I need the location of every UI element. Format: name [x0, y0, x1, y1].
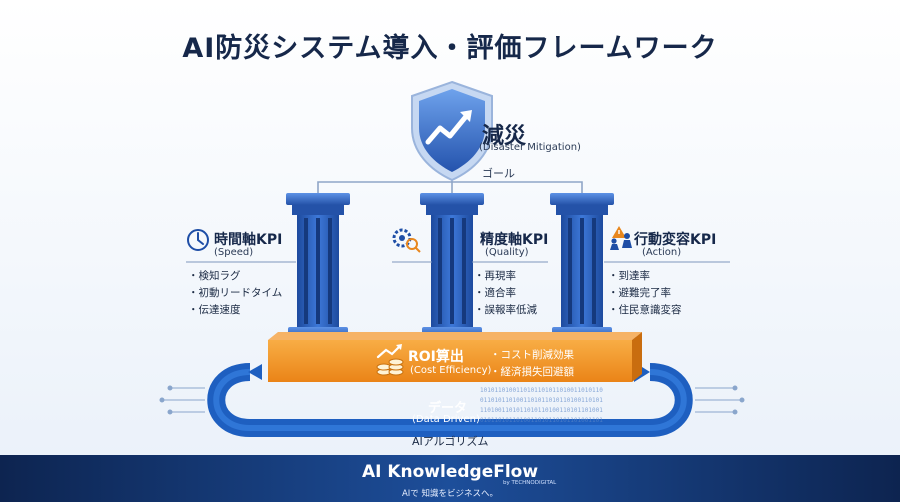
- kpi-quality-item: 再現率: [474, 268, 517, 285]
- svg-text:101011010011010110101101001101: 1010110100110101101011010011010110: [480, 387, 603, 394]
- kpi-speed-item: 伝達速度: [188, 302, 241, 319]
- kpi-quality-item: 適合率: [474, 285, 517, 302]
- people-alert-icon: [610, 226, 632, 250]
- roi-title: ROI算出: [408, 349, 464, 365]
- brand-name: AI KnowledgeFlow: [361, 462, 539, 482]
- roi-item: コスト削減効果: [490, 347, 575, 362]
- shield-icon: [411, 80, 493, 182]
- data-subtitle: (Data Driven): [412, 414, 480, 425]
- kpi-action-title: 行動変容KPI: [634, 232, 717, 248]
- clock-icon: [187, 229, 209, 251]
- footer-bar: AI KnowledgeFlow by TECHNODIGITAL AIで 知識…: [0, 455, 900, 502]
- data-title: データ: [428, 401, 468, 416]
- pillar-action: [550, 193, 614, 339]
- pillar-speed: [286, 193, 350, 339]
- binary-stream: 1010110100110101101011010011010110 01101…: [480, 387, 603, 424]
- kpi-speed-item: 検知ラグ: [188, 268, 241, 285]
- kpi-speed-item: 初動リードタイム: [188, 285, 283, 302]
- kpi-quality-title: 精度軸KPI: [480, 232, 549, 248]
- kpi-action-sub: (Action): [642, 247, 682, 258]
- kpi-action-item: 住民意識変容: [608, 302, 682, 319]
- circuit-lines-left: [159, 385, 205, 415]
- kpi-speed-title: 時間軸KPI: [214, 232, 283, 248]
- algorithm-label: AIアルゴリズム: [412, 435, 489, 448]
- kpi-quality-item: 誤報率低減: [474, 302, 538, 319]
- gear-magnifier-icon: [392, 228, 421, 253]
- roi-subtitle: (Cost Efficiency): [410, 365, 492, 376]
- goal-subtitle: (Disaster Mitigation): [479, 142, 581, 153]
- kpi-action-item: 避難完了率: [608, 285, 672, 302]
- framework-diagram: 1010110100110101101011010011010110 01101…: [159, 80, 745, 437]
- kpi-quality-sub: (Quality): [485, 247, 529, 258]
- kpi-action-item: 到達率: [608, 268, 651, 285]
- kpi-speed-sub: (Speed): [214, 247, 254, 258]
- svg-text:011010110100110101101011010011: 0110101101001101011010110100110101: [480, 397, 603, 404]
- goal-title: 減災: [482, 124, 527, 149]
- coins-growth-icon: [376, 344, 404, 376]
- circuit-lines-right: [695, 385, 745, 415]
- svg-text:110100110101101011010011010110: 1101001101011010110100110101101001: [480, 407, 603, 414]
- brand-byline: by TECHNODIGITAL: [503, 480, 557, 486]
- roi-item: 経済損失回避額: [490, 364, 575, 379]
- goal-connectors: [317, 180, 583, 193]
- pillar-quality: [420, 193, 484, 339]
- svg-text:010110101101001101011010110100: 0101101011010011010110101101001101: [480, 417, 603, 424]
- page-title: AI防災システム導入・評価フレームワーク: [182, 33, 718, 64]
- brand-tagline: AIで 知識をビジネスへ。: [401, 489, 499, 499]
- goal-label: ゴール: [482, 167, 515, 180]
